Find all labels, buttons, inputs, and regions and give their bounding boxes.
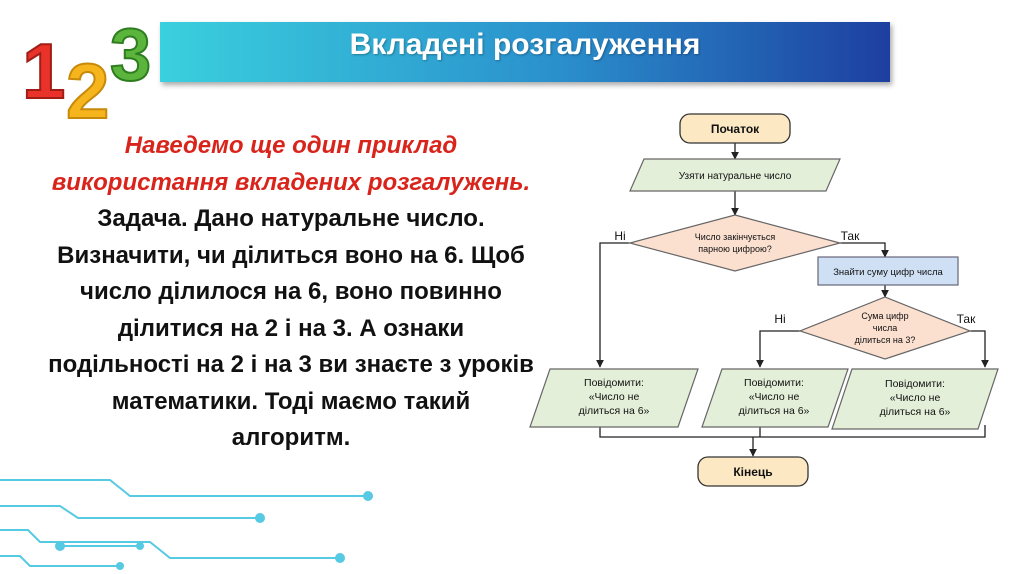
- decision2-line-2: числа: [873, 323, 897, 333]
- output-right-line-2: «Число не: [890, 392, 941, 404]
- logo-digit-1: 1: [22, 27, 65, 115]
- output-right-line-1: Повідомити:: [885, 378, 945, 390]
- decision2-line-1: Сума цифр: [861, 311, 908, 321]
- task-text: Задача. Дано натуральне число. Визначити…: [6, 201, 576, 457]
- logo-digit-2: 2: [66, 47, 109, 126]
- task-line-7: алгоритм.: [231, 424, 351, 451]
- flow-end-node: Кінець: [697, 456, 809, 487]
- numbers-logo: 1 2 3: [21, 12, 152, 126]
- output-mid-line-1: Повідомити:: [744, 377, 804, 389]
- decision2-no-label: Ні: [774, 312, 785, 326]
- output-right-line-3: ділиться на 6»: [880, 406, 951, 418]
- flow-end-label: Кінець: [733, 465, 772, 479]
- intro-line-1: Наведемо ще один приклад: [124, 132, 458, 159]
- text-block: Наведемо ще один приклад використання вк…: [6, 128, 576, 457]
- flow-process-node: Знайти суму цифр числа: [817, 256, 959, 286]
- flow-decision-2: Сума цифр числа ділиться на 3?: [798, 296, 972, 360]
- circuit-decoration: [0, 479, 373, 570]
- flow-input-label: Узяти натуральне число: [679, 171, 792, 182]
- flow-input-node: Узяти натуральне число: [629, 158, 841, 192]
- flow-start-label: Початок: [711, 122, 760, 136]
- task-line-3: число ділилося на 6, воно повинно: [80, 278, 502, 305]
- output-left-line-3: ділиться на 6»: [579, 405, 650, 417]
- decision1-line-2: парною цифрою?: [698, 244, 771, 254]
- flowchart: Початок Узяти натуральне число Число зак…: [529, 113, 999, 487]
- task-line-5: подільності на 2 і на 3 ви знаєте з урок…: [48, 351, 534, 378]
- flow-process-label: Знайти суму цифр числа: [833, 267, 943, 278]
- task-line-2: Визначити, чи ділиться воно на 6. Щоб: [57, 241, 525, 269]
- task-line-6: математики. Тоді маємо такий: [111, 387, 471, 415]
- output-left-line-2: «Число не: [589, 391, 640, 403]
- output-mid-line-3: ділиться на 6»: [739, 405, 810, 417]
- output-mid-line-2: «Число не: [749, 391, 800, 403]
- flow-start-node: Початок: [679, 113, 791, 144]
- title-bar: Вкладені розгалуження: [160, 22, 890, 82]
- decision2-yes-label: Так: [957, 312, 976, 326]
- output-left-line-1: Повідомити:: [584, 377, 644, 389]
- decision2-line-3: ділиться на 3?: [855, 335, 916, 345]
- decision1-yes-label: Так: [841, 229, 860, 243]
- page-title: Вкладені розгалуження: [349, 28, 701, 61]
- decision1-line-1: Число закінчується: [695, 232, 776, 242]
- intro-line-2: використання вкладених розгалужень.: [51, 168, 531, 196]
- flow-output-mid: Повідомити: «Число не ділиться на 6»: [701, 368, 849, 428]
- flow-output-left: Повідомити: «Число не ділиться на 6»: [529, 368, 699, 428]
- flow-decision-1: Число закінчується парною цифрою?: [627, 214, 843, 272]
- task-line-4: ділитися на 2 і на 3. А ознаки: [117, 314, 465, 342]
- logo-digit-3: 3: [110, 13, 151, 96]
- task-line-1: Задача. Дано натуральне число.: [97, 205, 485, 232]
- decision1-no-label: Ні: [614, 229, 625, 243]
- intro-text: Наведемо ще один приклад використання вк…: [6, 128, 576, 201]
- flow-output-right: Повідомити: «Число не ділиться на 6»: [831, 368, 999, 430]
